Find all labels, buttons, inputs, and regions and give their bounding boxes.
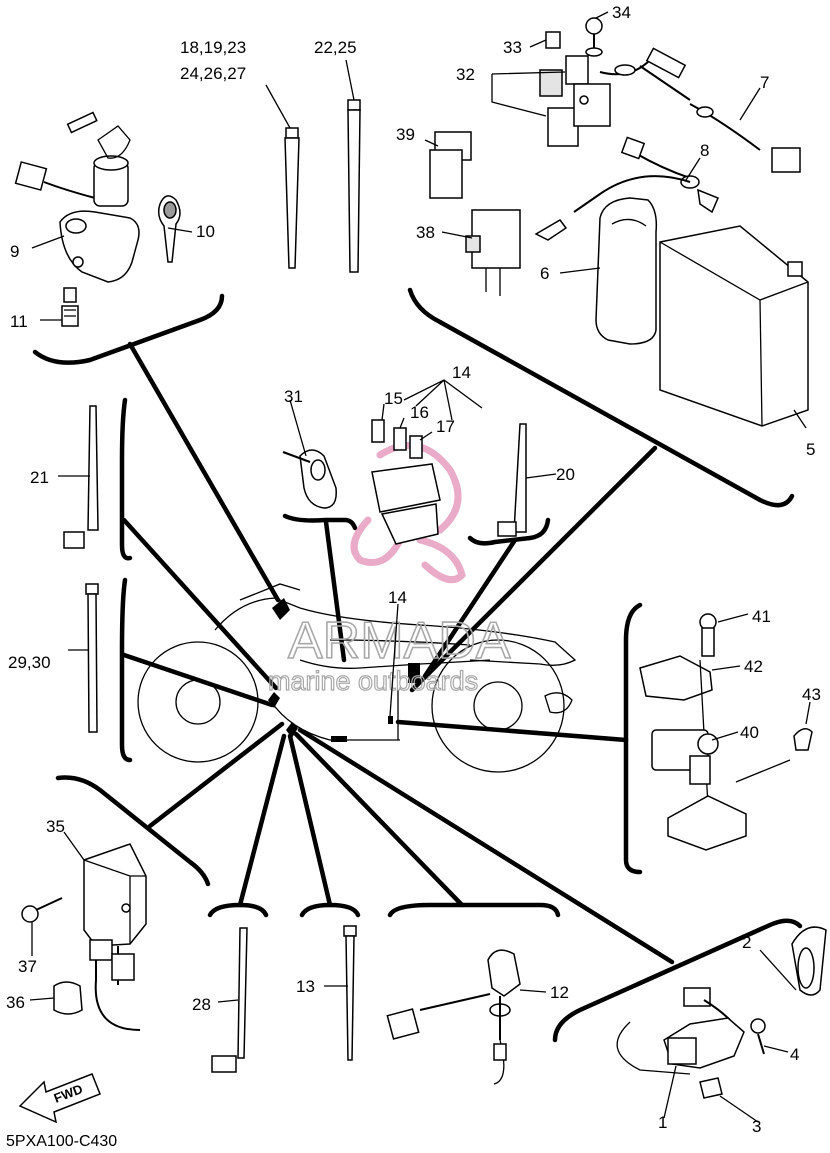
callout-9: 9 [10,242,19,261]
main-switch-assembly [14,111,181,327]
callout-12: 12 [550,983,569,1002]
callout-40: 40 [740,723,759,742]
watermark: ARMADA marine outboards [267,441,512,697]
callout-3: 3 [752,1117,761,1136]
callout-21: 21 [30,468,49,487]
callout-10: 10 [196,222,215,241]
callout-39: 39 [396,125,415,144]
callout-42: 42 [744,657,763,676]
callout-18-19-23: 18,19,23 [180,38,246,57]
rectifier-assembly [21,843,147,1031]
callout-15: 15 [384,389,403,408]
callout-34: 34 [612,3,631,22]
diagram-code: 5PXA100-C430 [6,1133,117,1148]
callout-31: 31 [284,387,303,406]
callout-22-25: 22,25 [314,38,357,57]
watermark-brand: ARMADA [288,612,511,670]
callout-32: 32 [456,65,475,84]
callout-11: 11 [10,312,28,331]
motorcycle-outline [137,583,577,773]
callout-labels: 18,19,23 24,26,27 22,25 34 33 32 7 8 39 … [6,3,821,1150]
callout-36: 36 [6,993,25,1012]
callout-14-bike: 14 [388,588,407,607]
fwd-arrow: FWD [18,1073,101,1124]
callout-20: 20 [556,465,575,484]
callout-28: 28 [192,995,211,1014]
fuse-assembly [282,419,441,545]
callout-24-26-27: 24,26,27 [180,64,246,83]
callout-16: 16 [410,403,429,422]
side-switch-assembly [616,926,827,1099]
callout-4: 4 [790,1045,799,1064]
callout-43: 43 [802,685,821,704]
callout-leaders [29,11,811,1123]
cable-ties-top [284,99,361,273]
callout-33: 33 [503,38,522,57]
callout-6: 6 [540,264,549,283]
callout-13: 13 [296,977,315,996]
callout-17: 17 [436,417,455,436]
callout-8: 8 [700,141,709,160]
callout-14-top: 14 [452,363,471,382]
callout-2: 2 [742,933,751,952]
callout-7: 7 [760,73,769,92]
relay-battery-assembly [429,17,809,427]
cable-ties-left [63,405,527,733]
sensor-assembly [639,613,813,851]
callout-37: 37 [18,957,37,976]
callout-41: 41 [752,607,771,626]
callout-1: 1 [658,1113,667,1132]
watermark-tagline: marine outboards [268,666,478,696]
lower-parts [211,925,521,1085]
callout-5: 5 [806,440,815,459]
callout-29-30: 29,30 [8,653,51,672]
leader-lines [121,341,675,965]
callout-35: 35 [46,817,65,836]
callout-38: 38 [416,223,435,242]
